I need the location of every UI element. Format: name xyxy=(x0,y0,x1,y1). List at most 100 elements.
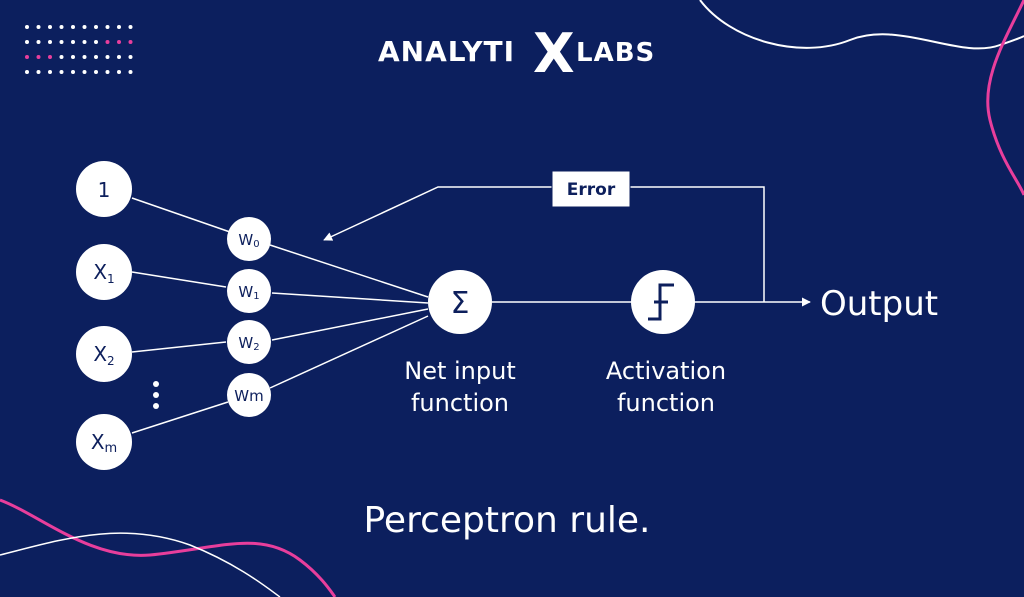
input-3-sub: m xyxy=(105,441,118,456)
decor-dot xyxy=(128,40,133,44)
edge-weight-2-sum xyxy=(271,308,429,341)
sum-node: Σ xyxy=(428,270,492,334)
input-node-0: 1 xyxy=(76,161,132,217)
decor-dot xyxy=(82,25,87,29)
decor-dot xyxy=(117,70,121,74)
weight-1-sub: 1 xyxy=(253,291,259,302)
logo-text-right: LABS xyxy=(576,38,655,68)
input-node-1: X1 xyxy=(76,244,132,300)
decor-dot-grid xyxy=(25,25,133,74)
decor-dot xyxy=(82,55,87,59)
edge-weight-0-sum xyxy=(269,244,429,298)
svg-text:1: 1 xyxy=(98,178,111,202)
edge-input-0-weight-0 xyxy=(131,197,231,233)
decor-dot xyxy=(94,55,98,59)
svg-text:W2: W2 xyxy=(238,334,259,353)
decor-dot xyxy=(105,25,110,29)
decor-dot xyxy=(128,25,133,29)
input-1-label: X xyxy=(93,260,107,284)
weight-0-sub: 0 xyxy=(253,239,259,250)
svg-text:X1: X1 xyxy=(93,260,114,286)
weight-node-0: W0 xyxy=(227,217,271,261)
decor-dot xyxy=(59,55,64,59)
decor-dot xyxy=(36,55,41,59)
sigma-icon: Σ xyxy=(451,286,470,321)
decor-dot xyxy=(71,25,75,29)
decor-dot xyxy=(94,40,98,44)
edge-input-2-weight-2 xyxy=(131,341,227,353)
edge-input-1-weight-1 xyxy=(131,271,227,288)
decor-dot xyxy=(25,40,29,44)
decor-dot xyxy=(48,70,52,74)
input-node-3: Xm xyxy=(76,414,132,470)
weight-node-2: W2 xyxy=(227,320,271,364)
decor-dot xyxy=(59,25,64,29)
decor-dot xyxy=(94,70,98,74)
error-label-box: Error xyxy=(551,170,631,208)
decor-dot xyxy=(117,40,121,44)
decor-dot xyxy=(128,70,133,74)
decor-dot xyxy=(48,55,52,59)
decor-dot xyxy=(105,40,110,44)
input-1-sub: 1 xyxy=(107,272,115,286)
decor-dot xyxy=(36,70,41,74)
edge-weight-1-sum xyxy=(271,292,429,304)
brand-logo: ANALYTI X LABS xyxy=(378,22,655,85)
decor-dot xyxy=(82,40,87,44)
decor-dot xyxy=(48,40,52,44)
weight-2-label: W xyxy=(238,334,253,352)
decor-dot xyxy=(25,55,29,59)
error-label: Error xyxy=(567,180,616,200)
svg-text:W0: W0 xyxy=(238,231,259,250)
output-label: Output xyxy=(820,284,938,324)
activation-label-line1: Activation xyxy=(606,357,726,385)
ellipsis-icon xyxy=(153,381,159,409)
decor-dot xyxy=(82,70,87,74)
decor-dot xyxy=(94,25,98,29)
input-3-label: X xyxy=(91,430,105,454)
step-function-icon xyxy=(648,283,674,321)
activation-label-line2: function xyxy=(617,389,715,417)
weight-1-label: W xyxy=(238,283,253,301)
decor-dot xyxy=(71,70,75,74)
decor-dot xyxy=(36,25,41,29)
decor-curve-bottom-left-white xyxy=(0,532,281,597)
edge-input-3-weight-3 xyxy=(131,401,229,434)
svg-text:W1: W1 xyxy=(238,283,259,302)
logo-text-x: X xyxy=(533,22,575,85)
caption: Perceptron rule. xyxy=(364,500,651,541)
decor-dot xyxy=(25,25,29,29)
weight-node-3: Wm xyxy=(227,373,271,417)
decor-dot xyxy=(59,70,64,74)
decor-curve-bottom-left-pink xyxy=(0,498,337,597)
input-node-2: X2 xyxy=(76,326,132,382)
weight-node-1: W1 xyxy=(227,269,271,313)
decor-dot xyxy=(25,70,29,74)
decor-dot xyxy=(117,55,121,59)
decor-dot xyxy=(105,55,110,59)
weight-0-label: W xyxy=(238,231,253,249)
decor-dot xyxy=(48,25,52,29)
weight-2-sub: 2 xyxy=(253,342,259,353)
decor-dot xyxy=(59,40,64,44)
svg-text:X2: X2 xyxy=(93,342,114,368)
decor-dot xyxy=(117,25,121,29)
activation-node xyxy=(631,270,695,334)
edge-weight-3-sum xyxy=(269,315,429,389)
logo-text-left: ANALYTI xyxy=(378,35,515,68)
svg-text:Xm: Xm xyxy=(91,430,117,456)
weight-3-label: Wm xyxy=(234,387,263,405)
decor-dot xyxy=(71,55,75,59)
decor-curve-top-right-pink xyxy=(986,0,1024,196)
decor-dot xyxy=(128,55,133,59)
decor-dot xyxy=(36,40,41,44)
input-2-sub: 2 xyxy=(107,354,115,368)
input-0-label: 1 xyxy=(98,178,111,202)
net-input-label-line2: function xyxy=(411,389,509,417)
decor-dot xyxy=(105,70,110,74)
decor-dot xyxy=(71,40,75,44)
svg-text:Wm: Wm xyxy=(234,387,263,405)
